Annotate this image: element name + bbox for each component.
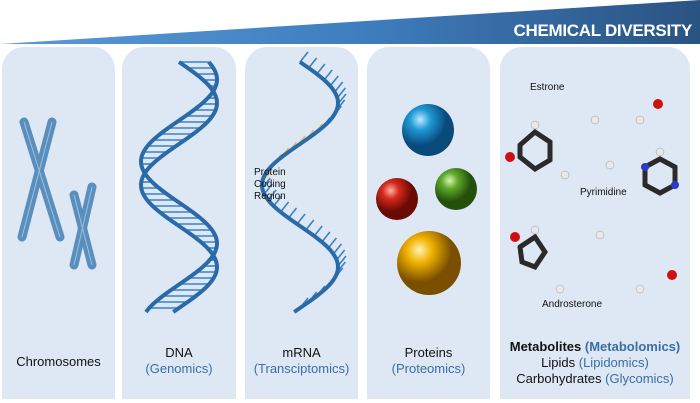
carbohydrates-line: Carbohydrates (Glycomics) <box>500 371 690 387</box>
proteins-panel: Proteins (Proteomics) <box>367 47 490 399</box>
dna-caption: DNA (Genomics) <box>122 345 236 377</box>
dna-label: DNA <box>165 345 193 360</box>
estrone-label: Estrone <box>530 82 565 93</box>
helix-rung <box>327 237 337 249</box>
chemical-diversity-banner <box>0 0 700 44</box>
transcriptomics-label: (Transciptomics) <box>253 361 350 376</box>
molecule-illustrations <box>505 99 679 294</box>
protein-coding-region-label: Protein Coding Region <box>254 167 286 203</box>
metabolites-panel: Estrone Pyrimidine Androsterone Metaboli… <box>500 47 690 399</box>
annotation-line: Coding <box>254 179 286 190</box>
pyrimidine-label: Pyrimidine <box>580 187 627 198</box>
proteins-label: Proteins <box>404 345 453 360</box>
chromosomes-label: Chromosomes <box>16 354 101 369</box>
chromosome-illustration <box>17 117 97 270</box>
helix-rung <box>323 69 333 81</box>
protein-sphere-blue <box>402 104 454 156</box>
helix-rung <box>332 243 343 255</box>
annotation-line: Region <box>254 191 286 202</box>
helix-rung <box>305 219 315 231</box>
helix-rung <box>299 51 309 63</box>
lipids-line: Lipids (Lipidomics) <box>500 355 690 371</box>
lipids-label: Lipids <box>541 355 576 370</box>
proteomics-label: (Proteomics) <box>391 361 466 376</box>
metabolites-label: Metabolites <box>509 339 582 354</box>
helix-backbone <box>139 60 219 314</box>
androsterone-molecule <box>517 233 549 271</box>
helix-rung <box>267 189 277 201</box>
mrna-label: mRNA <box>282 345 321 360</box>
protein-sphere-yellow <box>397 231 461 295</box>
helix-rung <box>308 57 318 69</box>
lipidomics-label: (Lipidomics) <box>578 355 649 370</box>
metabolites-caption: Metabolites (Metabolomics) Lipids (Lipid… <box>500 339 690 387</box>
helix-rung <box>313 225 323 237</box>
annotation-line: Protein <box>254 167 286 178</box>
pyrimidine-molecule <box>642 156 678 196</box>
mrna-caption: mRNA (Transciptomics) <box>245 345 358 377</box>
protein-sphere-red <box>376 178 418 220</box>
carbohydrates-label: Carbohydrates <box>516 371 602 386</box>
glycomics-label: (Glycomics) <box>605 371 674 386</box>
protein-sphere-green <box>435 168 477 210</box>
genomics-label: (Genomics) <box>145 361 213 376</box>
banner-title: CHEMICAL DIVERSITY <box>513 21 693 40</box>
helix-rung <box>296 213 306 225</box>
dna-panel: DNA (Genomics) <box>122 47 236 399</box>
helix-rung <box>334 81 344 93</box>
helix-rung <box>279 201 290 213</box>
mrna-panel: Protein Coding Region mRNA (Transciptomi… <box>245 47 358 399</box>
helix-rung <box>316 63 326 75</box>
helix-backbone <box>139 60 219 314</box>
helix-rung <box>287 207 298 219</box>
proteins-caption: Proteins (Proteomics) <box>367 345 490 377</box>
metabolomics-label: (Metabolomics) <box>584 339 681 354</box>
chromosomes-panel: Chromosomes <box>2 47 115 399</box>
helix-rung <box>273 195 283 207</box>
mrna-strand-illustration <box>260 51 347 314</box>
androsterone-label: Androsterone <box>542 299 603 310</box>
helix-backbone <box>260 60 340 314</box>
protein-spheres-illustration <box>376 104 477 295</box>
helix-rung <box>329 75 339 87</box>
helix-rung <box>321 231 331 243</box>
estrone-molecule <box>517 128 553 173</box>
metabolites-line: Metabolites (Metabolomics) <box>500 339 690 355</box>
dna-helix-illustration <box>139 60 219 314</box>
